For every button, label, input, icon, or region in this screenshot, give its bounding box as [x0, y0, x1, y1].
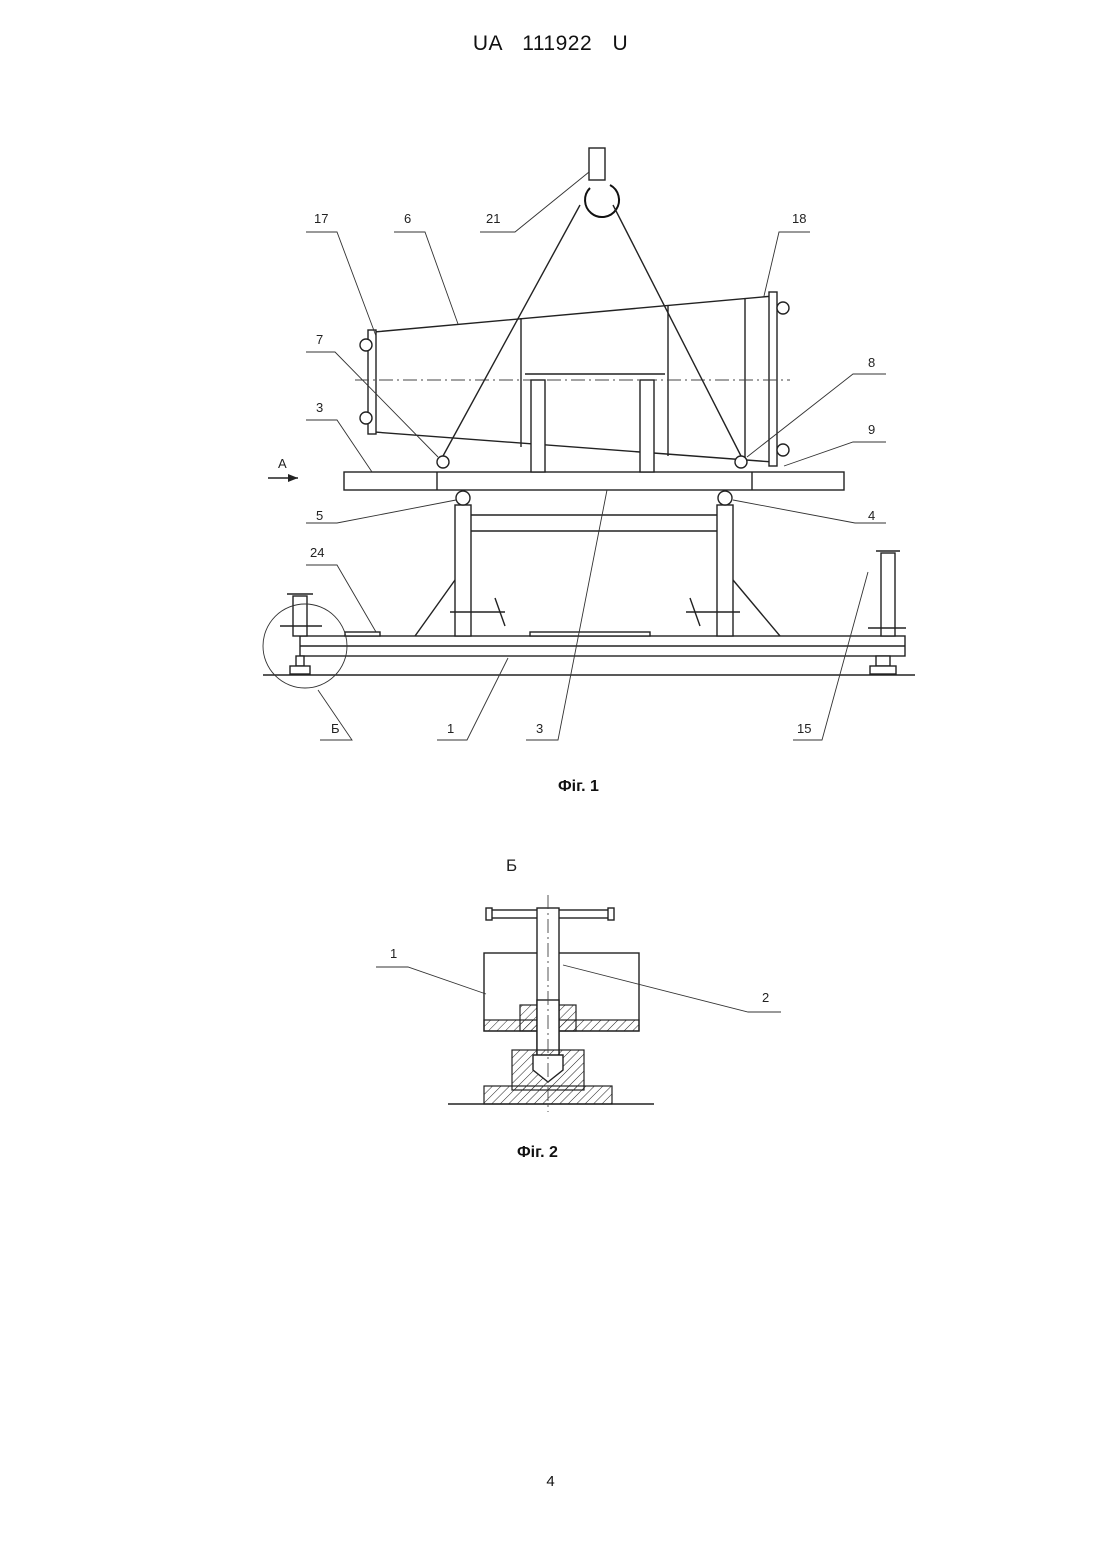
label-8: 8 [868, 355, 875, 370]
label-15: 15 [797, 721, 811, 736]
figure-2-drawing [448, 895, 654, 1112]
label-9: 9 [868, 422, 875, 437]
page-number: 4 [0, 1473, 1101, 1490]
label-5: 5 [316, 508, 323, 523]
label-21: 21 [486, 211, 500, 226]
left-jack [280, 594, 322, 674]
figure-2-caption: Фіг. 2 [517, 1144, 558, 1162]
label-3-bottom: 3 [536, 721, 543, 736]
label-b: Б [331, 721, 340, 736]
label-4: 4 [868, 508, 875, 523]
label-17: 17 [314, 211, 328, 226]
figure-1-caption: Фіг. 1 [558, 778, 599, 796]
label-3-top: 3 [316, 400, 323, 415]
label-24: 24 [310, 545, 324, 560]
detail-b-label: Б [506, 856, 517, 875]
upper-platform [344, 472, 844, 490]
label-6: 6 [404, 211, 411, 226]
figure-1-drawing [263, 148, 915, 688]
label-18: 18 [792, 211, 806, 226]
label-1: 1 [447, 721, 454, 736]
support-posts [415, 491, 780, 636]
fig2-label-2: 2 [762, 990, 769, 1005]
conical-body [355, 292, 790, 472]
view-arrow-label: А [278, 456, 287, 471]
fig2-label-1: 1 [390, 946, 397, 961]
base-frame [300, 632, 905, 656]
label-7: 7 [316, 332, 323, 347]
